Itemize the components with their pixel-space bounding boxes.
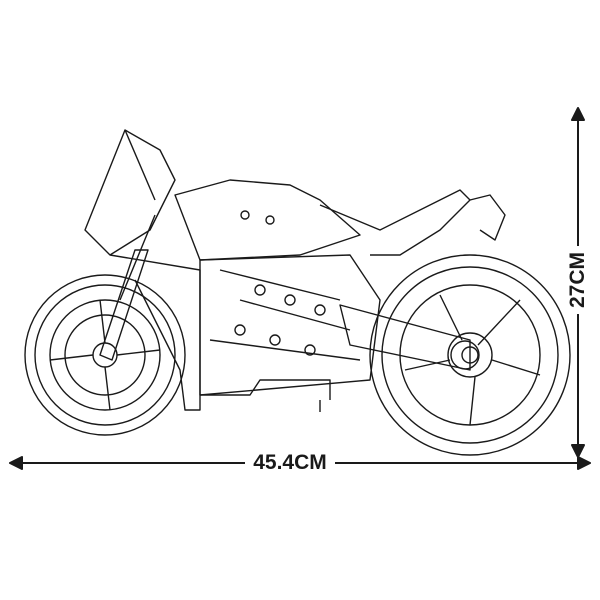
swingarm <box>339 304 471 371</box>
fairing <box>84 129 201 411</box>
length-label: 45.4CM <box>245 451 335 474</box>
height-label: 27CM <box>566 245 590 315</box>
engine <box>199 254 381 396</box>
tail-light <box>469 194 506 241</box>
length-dimension: 45.4CM <box>0 451 580 475</box>
tank <box>174 179 361 261</box>
belly-pan <box>200 379 331 412</box>
engine-details <box>234 210 480 370</box>
front-wheel <box>24 274 186 436</box>
front-fork <box>99 214 156 361</box>
seat-tail <box>319 189 471 256</box>
